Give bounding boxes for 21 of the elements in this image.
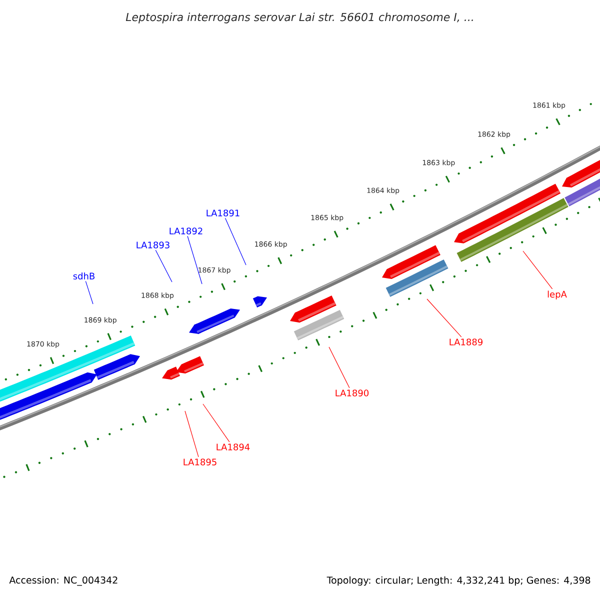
leader-line: [522, 250, 553, 290]
gene-label: LA1891: [206, 210, 240, 216]
gene-label: sdhB: [73, 272, 94, 280]
leader-line: [426, 298, 462, 338]
leader-line: [224, 218, 246, 266]
leader-line: [202, 404, 230, 442]
leader-line: [187, 236, 202, 284]
title: Leptospira interrogans serovar Lai str. 56601 chromosome I, ...: [126, 12, 473, 24]
gene-label: lepA: [548, 290, 567, 300]
gene-label: LA1894: [216, 444, 250, 450]
gene-label: LA1892: [170, 228, 202, 234]
leader-line: [184, 410, 199, 458]
footer-text: Topology: circular; Length: 4,332,241 bp; Genes: 4,398: [326, 576, 590, 586]
leader-line: [155, 250, 172, 282]
gene-label: LA1890: [336, 390, 369, 396]
leader-line: [328, 346, 350, 388]
gene-label: LA1889: [450, 338, 482, 346]
gene-label: LA1893: [136, 242, 170, 248]
footer-text: Accession: NC_004342: [9, 576, 118, 586]
gene-label: LA1895: [184, 458, 216, 466]
leader-line: [85, 280, 94, 304]
